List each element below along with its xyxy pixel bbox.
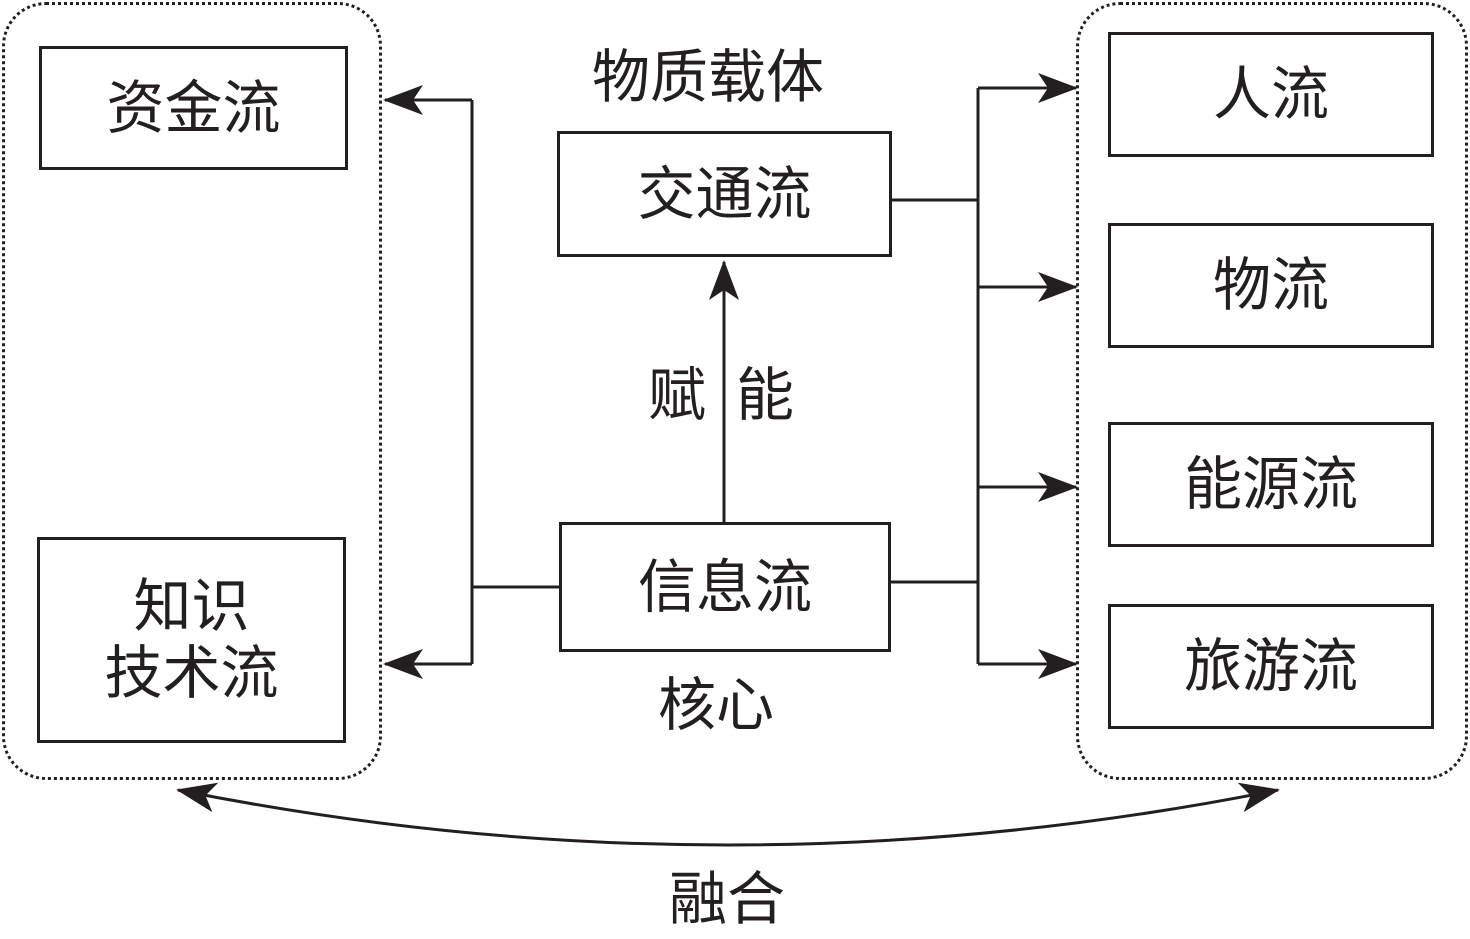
right-connector (890, 73, 1078, 679)
right-group (1076, 2, 1468, 780)
fusion-arrow (176, 782, 1280, 847)
tech-flow-label: 技术流 (104, 639, 279, 707)
information-flow-label: 信息流 (637, 552, 812, 621)
fusion-label: 融合 (669, 865, 786, 933)
information-flow-box: 信息流 (559, 522, 891, 652)
knowledge-tech-flow-box: 知识 技术流 (37, 537, 346, 743)
energy-flow-box: 能源流 (1108, 422, 1434, 547)
logistics-flow-label: 物流 (1212, 251, 1329, 320)
capital-flow-label: 资金流 (106, 73, 281, 142)
people-flow-box: 人流 (1108, 32, 1434, 157)
people-flow-label: 人流 (1212, 60, 1329, 129)
energy-flow-label: 能源流 (1183, 450, 1358, 519)
core-label: 核心 (658, 671, 775, 739)
knowledge-label: 知识 (133, 572, 250, 641)
traffic-flow-label: 交通流 (637, 159, 812, 228)
material-carrier-label: 物质载体 (592, 43, 825, 111)
traffic-flow-box: 交通流 (557, 131, 892, 257)
empower-label-1: 赋 (648, 361, 707, 429)
left-group (2, 2, 382, 780)
logistics-flow-box: 物流 (1108, 223, 1434, 348)
tourism-flow-label: 旅游流 (1183, 632, 1358, 701)
empower-label-2: 能 (736, 361, 795, 429)
left-connector (383, 85, 560, 679)
capital-flow-box: 资金流 (39, 46, 348, 170)
tourism-flow-box: 旅游流 (1108, 604, 1434, 729)
